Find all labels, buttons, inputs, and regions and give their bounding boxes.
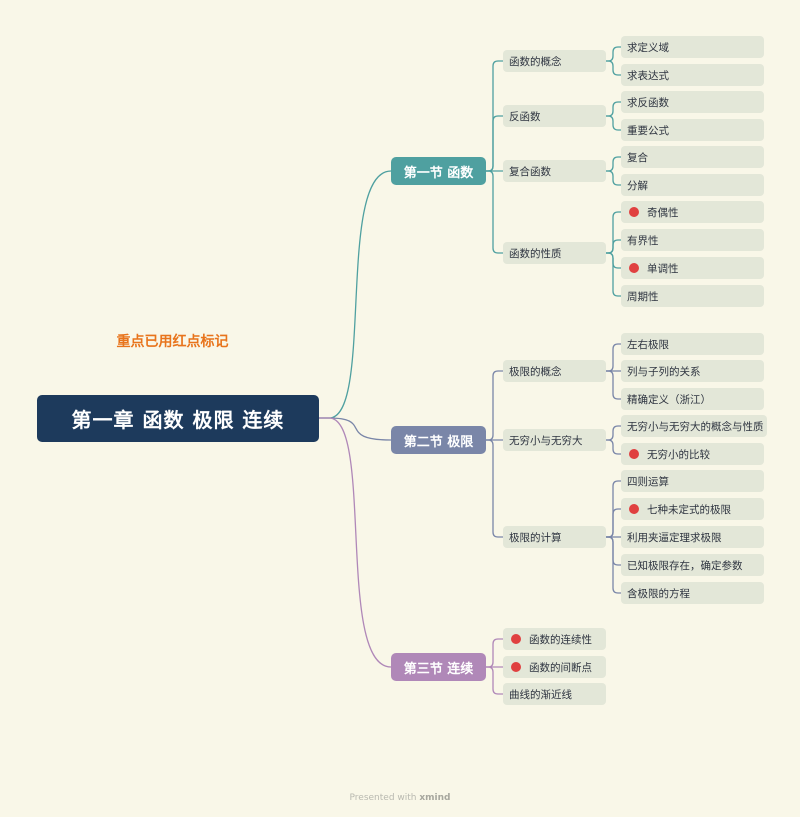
topic-label: 函数的性质	[509, 247, 562, 260]
topic-3-2[interactable]: 函数的间断点	[503, 656, 606, 678]
footer-brand: xmind	[419, 793, 451, 803]
subtopic-1-2-1[interactable]: 求反函数	[621, 91, 764, 113]
legend-note: 重点已用红点标记	[116, 334, 229, 350]
subtopic-2-2-2[interactable]: 无穷小的比较	[621, 443, 764, 465]
topic-label: 已知极限存在，确定参数	[627, 559, 743, 572]
subtopic-2-3-1[interactable]: 四则运算	[621, 470, 764, 492]
subtopic-1-4-4[interactable]: 周期性	[621, 285, 764, 307]
section-to-topic-line	[486, 439, 503, 538]
subtopic-2-2-1[interactable]: 无穷小与无穷大的概念与性质	[621, 415, 767, 437]
subtopic-1-3-1[interactable]: 复合	[621, 146, 764, 168]
subtopic-2-3-5[interactable]: 含极限的方程	[621, 582, 764, 604]
footer: Presented with xmind	[0, 793, 800, 803]
root-topic[interactable]: 第一章 函数 极限 连续	[37, 395, 319, 442]
topic-label: 极限的计算	[509, 531, 562, 544]
root-to-section-line	[319, 417, 392, 441]
topic-label: 分解	[627, 179, 648, 192]
topic-2-3[interactable]: 极限的计算	[503, 526, 606, 548]
topic-3-3[interactable]: 曲线的渐近线	[503, 683, 606, 705]
topic-label: 曲线的渐近线	[509, 688, 572, 701]
key-point-dot-icon	[629, 263, 639, 273]
topic-label: 函数的概念	[509, 55, 562, 68]
subtopic-2-1-3[interactable]: 精确定义（浙江）	[621, 388, 764, 410]
section-2[interactable]: 第二节 极限	[391, 426, 486, 454]
subtopic-2-3-4[interactable]: 已知极限存在，确定参数	[621, 554, 764, 576]
topic-label: 重要公式	[627, 124, 669, 137]
section-1[interactable]: 第一节 函数	[391, 157, 486, 185]
topic-to-subtopic-line	[606, 101, 621, 117]
topic-label: 周期性	[627, 290, 659, 303]
subtopic-1-1-1[interactable]: 求定义域	[621, 36, 764, 58]
subtopic-1-4-1[interactable]: 奇偶性	[621, 201, 764, 223]
subtopic-1-4-2[interactable]: 有界性	[621, 229, 764, 251]
topic-to-subtopic-line	[606, 60, 621, 76]
subtopic-2-1-2[interactable]: 列与子列的关系	[621, 360, 764, 382]
section-to-topic-line	[486, 666, 503, 695]
topic-to-subtopic-line	[606, 46, 621, 62]
subtopic-2-3-3[interactable]: 利用夹逼定理求极限	[621, 526, 764, 548]
topic-label: 极限的概念	[509, 365, 562, 378]
root-to-section-line	[319, 170, 392, 419]
topic-label: 求表达式	[627, 69, 669, 82]
topic-to-subtopic-line	[606, 343, 621, 372]
subtopic-1-1-2[interactable]: 求表达式	[621, 64, 764, 86]
key-point-dot-icon	[511, 662, 521, 672]
topic-label: 有界性	[627, 234, 659, 247]
topic-label: 利用夹逼定理求极限	[627, 531, 722, 544]
topic-label: 四则运算	[627, 475, 669, 488]
topic-label: 无穷小与无穷大	[509, 434, 583, 447]
topic-3-1[interactable]: 函数的连续性	[503, 628, 606, 650]
topic-label: 无穷小与无穷大的概念与性质	[627, 420, 764, 433]
topic-to-subtopic-line	[606, 536, 621, 594]
topic-2-2[interactable]: 无穷小与无穷大	[503, 429, 606, 451]
topic-to-subtopic-line	[606, 425, 621, 441]
topic-1-3[interactable]: 复合函数	[503, 160, 606, 182]
topic-label: 奇偶性	[647, 206, 679, 219]
subtopic-2-3-2[interactable]: 七种未定式的极限	[621, 498, 764, 520]
topic-label: 含极限的方程	[627, 587, 690, 600]
subtopic-1-3-2[interactable]: 分解	[621, 174, 764, 196]
section-3[interactable]: 第三节 连续	[391, 653, 486, 681]
key-point-dot-icon	[629, 504, 639, 514]
topic-label: 求定义域	[627, 41, 669, 54]
topic-label: 复合	[627, 151, 648, 164]
topic-label: 精确定义（浙江）	[627, 393, 711, 406]
topic-label: 单调性	[647, 262, 679, 275]
topic-1-1[interactable]: 函数的概念	[503, 50, 606, 72]
topic-to-subtopic-line	[606, 156, 621, 172]
topic-to-subtopic-line	[606, 508, 621, 538]
key-point-dot-icon	[511, 634, 521, 644]
topic-label: 七种未定式的极限	[647, 503, 731, 516]
key-point-dot-icon	[629, 207, 639, 217]
topic-label: 列与子列的关系	[627, 365, 701, 378]
topic-label: 函数的连续性	[529, 633, 592, 646]
topic-to-subtopic-line	[606, 370, 621, 400]
topic-to-subtopic-line	[606, 439, 621, 455]
subtopic-2-1-1[interactable]: 左右极限	[621, 333, 764, 355]
topic-label: 左右极限	[627, 338, 669, 351]
topic-to-subtopic-line	[606, 115, 621, 131]
topic-label: 无穷小的比较	[647, 448, 710, 461]
section-to-topic-line	[486, 370, 503, 441]
section-to-topic-line	[486, 115, 503, 172]
topic-to-subtopic-line	[606, 170, 621, 186]
footer-prefix: Presented with	[349, 793, 420, 803]
topic-to-subtopic-line	[606, 239, 621, 254]
section-to-topic-line	[486, 638, 503, 668]
topic-label: 复合函数	[509, 165, 551, 178]
topic-label: 反函数	[509, 110, 541, 123]
topic-2-1[interactable]: 极限的概念	[503, 360, 606, 382]
subtopic-1-4-3[interactable]: 单调性	[621, 257, 764, 279]
topic-to-subtopic-line	[606, 252, 621, 297]
root-to-section-line	[319, 417, 392, 668]
topic-label: 函数的间断点	[529, 661, 592, 674]
topic-1-4[interactable]: 函数的性质	[503, 242, 606, 264]
subtopic-1-2-2[interactable]: 重要公式	[621, 119, 764, 141]
section-to-topic-line	[486, 170, 503, 254]
topic-label: 求反函数	[627, 96, 669, 109]
key-point-dot-icon	[629, 449, 639, 459]
topic-1-2[interactable]: 反函数	[503, 105, 606, 127]
